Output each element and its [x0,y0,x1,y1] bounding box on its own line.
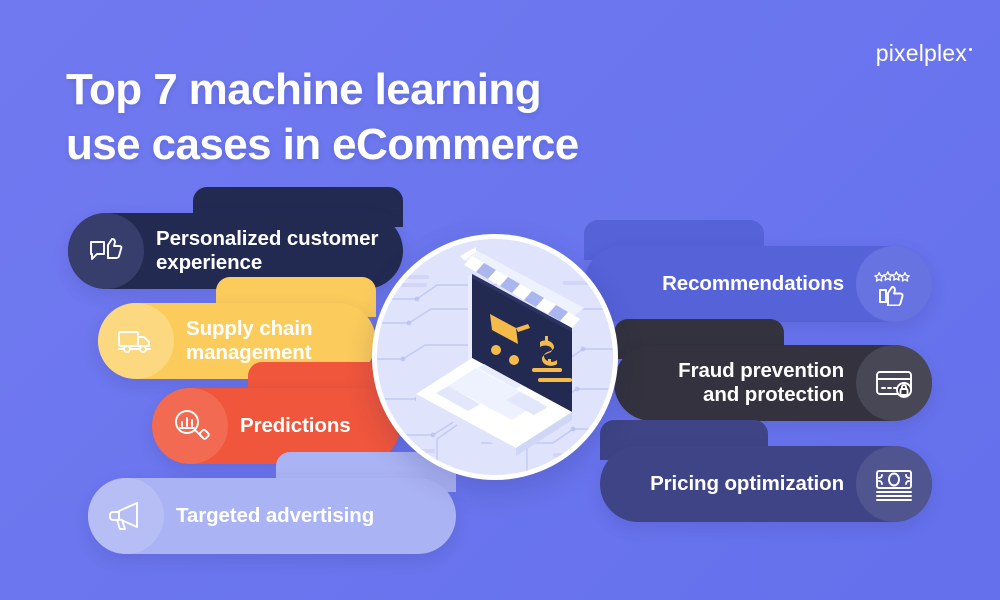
use-case-label: Targeted advertising [176,503,375,527]
use-case-bar[interactable]: Targeted advertising [88,478,456,554]
use-case-bar[interactable]: Personalized customer experience [68,213,403,289]
center-illustration-badge [372,234,618,480]
use-case-label: Personalized customer experience [156,226,379,274]
use-case-bar[interactable]: Recommendations [584,246,932,322]
use-case-label: Predictions [240,413,351,437]
circuit-pattern [377,239,613,475]
brand-logo-dot [969,48,972,51]
use-case-row-recommendations[interactable]: Recommendations [584,220,932,322]
use-case-bar[interactable]: Fraud prevention and protection [614,345,932,421]
banknote-icon [856,446,932,522]
delivery-truck-icon [98,303,174,379]
stars-thumbs-up-icon [856,246,932,322]
use-case-row-pricing-optimization[interactable]: Pricing optimization [600,420,932,522]
megaphone-icon [88,478,164,554]
brand-logo-text: pixelplex [875,40,967,66]
use-case-label: Supply chain management [186,316,313,364]
credit-card-lock-icon [856,345,932,421]
use-case-bar[interactable]: Pricing optimization [600,446,932,522]
page-title: Top 7 machine learning use cases in eCom… [66,65,579,170]
thumbs-up-speech-bubble-icon [68,213,144,289]
brand-logo: pixelplex [876,42,972,65]
use-case-row-personalized-customer-experience[interactable]: Personalized customer experience [68,187,403,289]
use-case-label: Pricing optimization [650,471,844,495]
use-case-label: Fraud prevention and protection [678,358,844,406]
circuit-lines-icon [377,275,613,475]
use-case-label: Recommendations [662,271,844,295]
magnifier-chart-icon [152,388,228,464]
use-case-row-fraud-prevention-and-protection[interactable]: Fraud prevention and protection [614,319,932,421]
use-case-bar[interactable]: Predictions [152,388,400,464]
use-case-row-targeted-advertising[interactable]: Targeted advertising [88,452,456,554]
